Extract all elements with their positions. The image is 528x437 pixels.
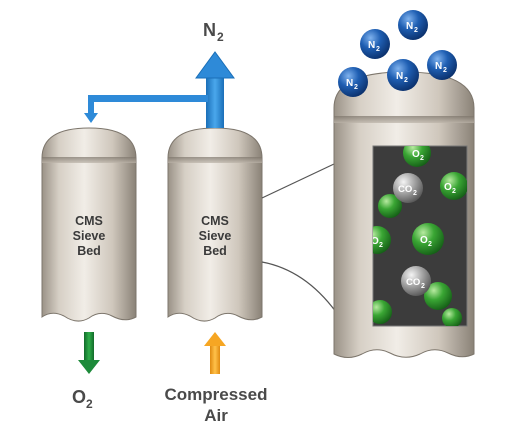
co2-molecule: CO 2: [393, 173, 423, 203]
n2-molecule: N 2: [360, 29, 390, 59]
up-arrow-icon: [195, 51, 235, 79]
svg-text:2: 2: [413, 190, 417, 197]
svg-text:2: 2: [354, 84, 358, 91]
right-sieve-bed: CMS Sieve Bed: [167, 127, 263, 322]
svg-text:CO: CO: [406, 277, 420, 288]
bed-label-line: CMS: [201, 214, 229, 228]
compressed-air-inlet: Compressed Air: [165, 332, 268, 425]
svg-text:CO: CO: [398, 184, 412, 195]
green-particle: [378, 194, 402, 218]
bed-label-line: Sieve: [73, 229, 106, 243]
inlet-label-line: Air: [204, 406, 228, 425]
zoom-connector-lines: [261, 163, 337, 313]
o2-molecule: O 2: [440, 172, 467, 200]
svg-text:2: 2: [379, 242, 383, 249]
n2-subscript: 2: [217, 30, 224, 44]
co2-molecule: CO 2: [401, 266, 431, 296]
green-particle: [442, 308, 462, 326]
sieve-window: O 2 O 2 O 2 O 2 CO 2 CO 2: [371, 146, 467, 326]
svg-text:2: 2: [421, 283, 425, 290]
o2-symbol: O: [72, 387, 86, 407]
down-arrow-icon: [78, 360, 100, 374]
o2-molecule: O 2: [412, 223, 444, 255]
green-particle: [373, 300, 392, 324]
svg-text:2: 2: [452, 188, 456, 195]
svg-text:O: O: [420, 235, 428, 246]
svg-text:2: 2: [404, 77, 408, 84]
n2-molecule: N 2: [387, 59, 419, 91]
left-sieve-bed: CMS Sieve Bed: [41, 127, 137, 322]
svg-text:O: O: [444, 182, 452, 193]
svg-text:2: 2: [414, 27, 418, 34]
svg-text:N: N: [406, 21, 413, 32]
svg-text:2: 2: [443, 67, 447, 74]
up-arrow-icon: [204, 332, 226, 346]
inlet-label-line: Compressed: [165, 385, 268, 404]
green-particle: [424, 282, 452, 310]
bed-label-line: Bed: [203, 244, 227, 258]
svg-text:N: N: [368, 40, 375, 51]
svg-text:N: N: [396, 71, 403, 82]
o2-molecule: O 2: [371, 226, 391, 254]
svg-text:O: O: [412, 149, 420, 160]
svg-text:2: 2: [428, 241, 432, 248]
n2-molecule: N 2: [427, 50, 457, 80]
n2-molecule: N 2: [398, 10, 428, 40]
bed-label-line: Sieve: [199, 229, 232, 243]
svg-text:O: O: [371, 236, 379, 247]
down-arrow-icon: [84, 113, 98, 123]
n2-molecule: N 2: [338, 67, 368, 97]
o2-molecule: O 2: [403, 146, 431, 167]
bed-label-line: CMS: [75, 214, 103, 228]
n2-symbol: N: [203, 20, 216, 40]
svg-text:2: 2: [376, 46, 380, 53]
bed-label-line: Bed: [77, 244, 101, 258]
svg-text:2: 2: [420, 155, 424, 162]
svg-text:N: N: [346, 78, 353, 89]
o2-subscript: 2: [86, 397, 93, 411]
oxygen-exhaust-flow: O 2: [72, 332, 100, 411]
nitrogen-product-label: N 2: [203, 20, 224, 44]
svg-text:N: N: [435, 61, 442, 72]
nitrogen-product-flow: [84, 51, 235, 128]
